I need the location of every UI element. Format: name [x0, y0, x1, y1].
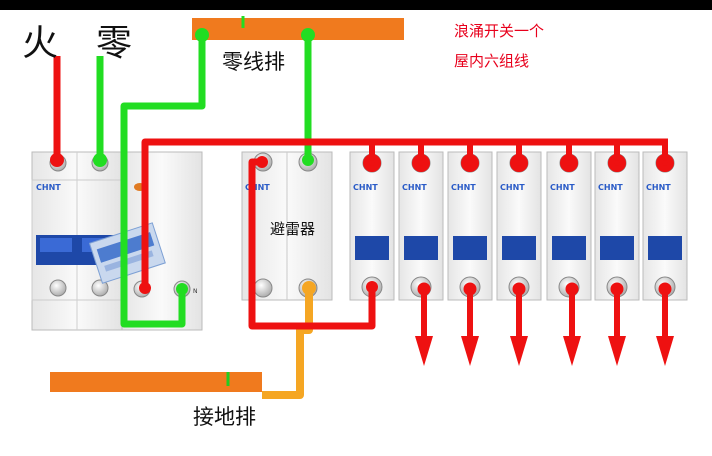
brand-label: CHNT [245, 183, 270, 192]
surge-terminal [253, 278, 273, 298]
branch-breakers [349, 151, 688, 301]
live-bus-wire [141, 138, 668, 288]
outgoing-arrow-icon [415, 282, 433, 366]
neutral-label: 零 [96, 23, 133, 64]
branch-breaker [349, 151, 395, 301]
branch-breaker [642, 151, 688, 301]
ground-bus-bar [50, 372, 262, 392]
branch-breaker [496, 151, 542, 301]
ground-bar-label: 接地排 [193, 405, 256, 429]
brand-label: CHNT [36, 183, 61, 192]
outgoing-arrows [415, 282, 674, 366]
surge-protector [241, 151, 333, 301]
outgoing-arrow-icon [656, 282, 674, 366]
brand-label: CHNT [353, 183, 378, 192]
live-drops [363, 142, 674, 172]
ground-wire [262, 288, 313, 399]
outgoing-arrow-icon [563, 282, 581, 366]
neutral-wire-to-bar [120, 34, 206, 328]
main-breaker-terminal [91, 279, 109, 297]
brand-label: CHNT [646, 183, 671, 192]
surge-protector-label: 避雷器 [270, 220, 316, 238]
outgoing-arrow-icon [510, 282, 528, 366]
branch-breaker [398, 151, 444, 301]
brand-label: CHNT [402, 183, 427, 192]
brand-label: CHNT [550, 183, 575, 192]
n-pole-label: N [193, 288, 198, 295]
brand-label: CHNT [598, 183, 623, 192]
branch-breaker [546, 151, 592, 301]
neutral-bus-bar [192, 18, 404, 40]
live-wire-spd [248, 158, 376, 330]
note-line-1: 浪涌开关一个 [454, 22, 545, 40]
brand-label: CHNT [451, 183, 476, 192]
note-line-2: 屋内六组线 [454, 52, 530, 70]
outgoing-arrow-icon [461, 282, 479, 366]
top-bar [0, 0, 712, 10]
branch-breaker [447, 151, 493, 301]
brand-label: CHNT [500, 183, 525, 192]
main-breaker-terminal [49, 279, 67, 297]
outgoing-arrow-icon [608, 282, 626, 366]
branch-breaker [594, 151, 640, 301]
neutral-bar-label: 零线排 [222, 50, 285, 74]
live-label: 火 [22, 23, 59, 64]
